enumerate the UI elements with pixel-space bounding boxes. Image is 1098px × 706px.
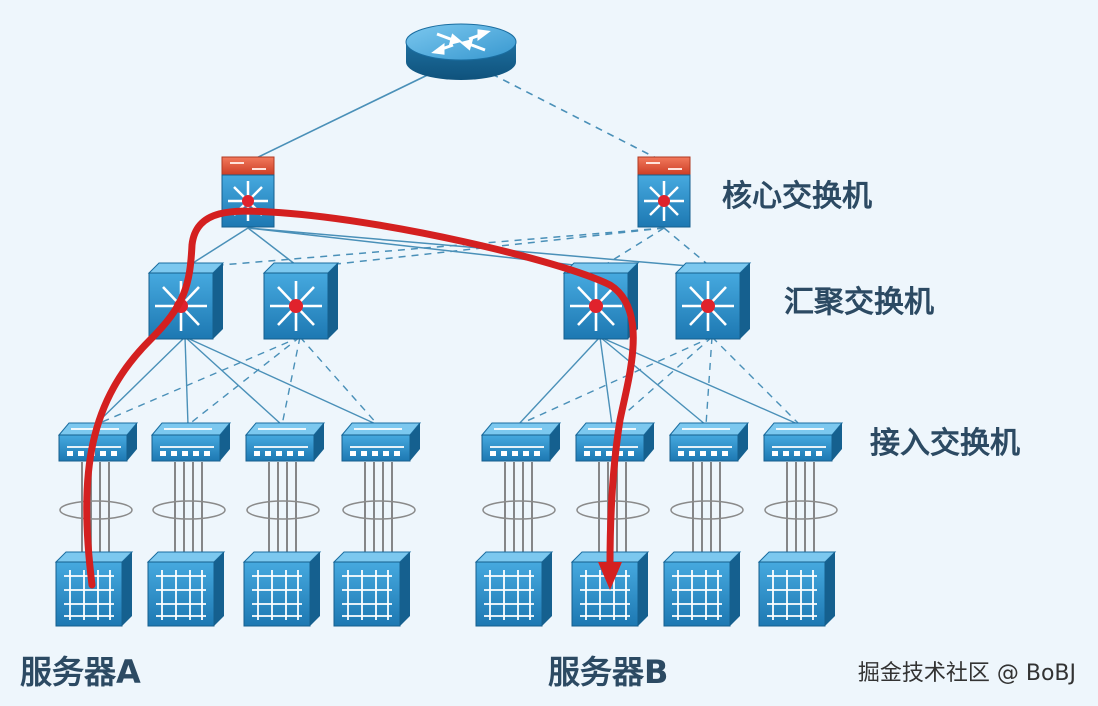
server-layer <box>54 551 837 627</box>
server-icon <box>146 551 226 627</box>
core-switch-icon <box>221 156 275 228</box>
server-icon <box>54 551 134 627</box>
access-switch-icon <box>762 422 844 462</box>
server-icon <box>242 551 322 627</box>
access-layer <box>57 422 844 462</box>
core-tier-label: 核心交换机 <box>722 179 872 214</box>
core-aggregation-links <box>184 227 713 269</box>
traffic-arrow-icon <box>598 562 622 590</box>
link <box>247 227 301 269</box>
link-bundle <box>59 462 133 553</box>
aggregation-switch-icon <box>262 262 340 340</box>
router-icon <box>405 23 517 80</box>
router-core-links <box>247 67 665 163</box>
link-bundle <box>764 462 838 553</box>
link-bundle <box>342 462 416 553</box>
access-switch-icon <box>668 422 750 462</box>
aggregation-layer <box>147 262 752 340</box>
server-icon <box>570 551 650 627</box>
access-switch-icon <box>574 422 656 462</box>
link-bundle <box>246 462 320 553</box>
traffic-path <box>83 207 637 589</box>
router-core-b-link <box>479 67 665 163</box>
link <box>184 227 249 269</box>
core-switch-icon <box>637 156 691 228</box>
aggregation-switch-icon <box>674 262 752 340</box>
server-icon <box>332 551 412 627</box>
server-b-label: 服务器B <box>548 653 668 691</box>
link-bundle <box>670 462 744 553</box>
server-icon <box>662 551 742 627</box>
access-switch-icon <box>244 422 326 462</box>
server-icon <box>757 551 837 627</box>
link-bundle <box>152 462 226 553</box>
link <box>184 227 665 269</box>
server-icon <box>474 551 554 627</box>
access-tier-label: 接入交换机 <box>870 426 1020 461</box>
access-switch-icon <box>340 422 422 462</box>
link-bundle <box>482 462 556 553</box>
server-a-label: 服务器A <box>20 653 141 691</box>
access-switch-icon <box>480 422 562 462</box>
aggregation-access-links <box>94 336 801 426</box>
access-switch-icon <box>150 422 232 462</box>
link <box>663 227 713 269</box>
access-server-bundles <box>59 462 838 553</box>
aggregation-tier-label: 汇聚交换机 <box>784 285 934 320</box>
router-core-a-link <box>247 67 443 163</box>
watermark: 掘金技术社区 @ BoBJ <box>858 661 1076 686</box>
